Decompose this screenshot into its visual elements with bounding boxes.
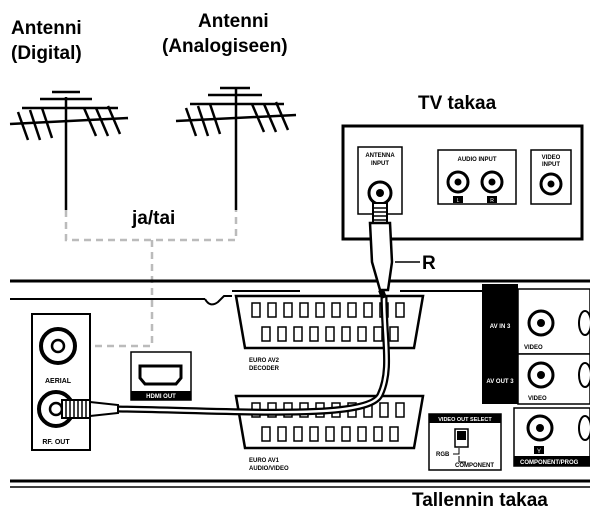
svg-text:VIDEO: VIDEO (542, 155, 561, 161)
scart-pin (341, 326, 351, 342)
scart-pin (261, 326, 271, 342)
svg-text:HDMI OUT: HDMI OUT (146, 394, 176, 400)
antenna-analog-title-2: (Analogiseen) (162, 36, 288, 57)
tv-video-input: VIDEO INPUT (530, 149, 572, 205)
recorder-back-panel (10, 279, 590, 488)
scart-pin (357, 326, 367, 342)
svg-text:ANTENNA: ANTENNA (365, 153, 395, 159)
aerial-rf-block: AERIAL RF. OUT (31, 313, 91, 451)
antenna-digital-title-1: Antenni (11, 18, 82, 39)
scart-pin (331, 302, 341, 318)
scart-pin (315, 302, 325, 318)
scart-pin (389, 326, 399, 342)
scart-pin (283, 302, 293, 318)
antenna-digital-title-2: (Digital) (11, 43, 82, 64)
component-output-block: Y COMPONENT/PROG (513, 407, 590, 467)
euro-av2-scart: EURO AV2 DECODER (234, 294, 425, 372)
svg-text:COMPONENT: COMPONENT (455, 463, 494, 469)
video-out-select-switch: VIDEO OUT SELECT RGB COMPONENT (428, 413, 502, 471)
antenna-digital-icon (9, 90, 129, 210)
svg-text:Y: Y (537, 449, 541, 455)
tv-audio-input: AUDIO INPUT L R (437, 149, 517, 205)
scart-pin (325, 326, 335, 342)
svg-text:INPUT: INPUT (542, 162, 560, 168)
svg-text:AUDIO/VIDEO: AUDIO/VIDEO (249, 466, 289, 472)
svg-text:AV IN 3: AV IN 3 (490, 324, 511, 330)
scart-pin (357, 426, 367, 442)
scart-pin (325, 426, 335, 442)
hdmi-out-port: HDMI OUT (130, 351, 192, 401)
svg-text:VIDEO: VIDEO (524, 345, 543, 351)
scart-pin (389, 426, 399, 442)
scart-pin (373, 326, 383, 342)
svg-text:L: L (457, 198, 460, 204)
svg-text:AV OUT 3: AV OUT 3 (486, 379, 514, 385)
scart-pin (251, 302, 261, 318)
scart-pin (379, 402, 389, 418)
recorder-back-title: Tallennin takaa (412, 490, 548, 511)
scart-pin (341, 426, 351, 442)
scart-pin (395, 302, 405, 318)
scart-pin (293, 326, 303, 342)
scart-pin (309, 326, 319, 342)
antenna-analog-title-1: Antenni (198, 11, 269, 32)
scart-pin (363, 302, 373, 318)
scart-pin (347, 302, 357, 318)
scart-pin (261, 426, 271, 442)
svg-text:RGB: RGB (436, 452, 450, 458)
svg-text:VIDEO: VIDEO (528, 396, 547, 402)
scart-pin (277, 326, 287, 342)
rf-out-label: RF. OUT (42, 439, 70, 446)
tv-back-title: TV takaa (418, 93, 497, 114)
and-or-label: ja/tai (131, 208, 175, 229)
svg-text:EURO AV1: EURO AV1 (249, 458, 280, 464)
svg-text:INPUT: INPUT (371, 161, 389, 167)
scart-pin (267, 302, 277, 318)
svg-text:AUDIO INPUT: AUDIO INPUT (458, 157, 497, 163)
svg-text:COMPONENT/PROG: COMPONENT/PROG (520, 460, 579, 466)
scart-pin (373, 426, 383, 442)
scart-pin (293, 426, 303, 442)
scart-pin (309, 426, 319, 442)
cable-r-label: R (422, 253, 436, 274)
aerial-label: AERIAL (45, 378, 72, 385)
svg-text:R: R (490, 198, 494, 204)
svg-text:EURO AV2: EURO AV2 (249, 358, 280, 364)
scart-pin (277, 426, 287, 442)
av-in3-block: AV IN 3 VIDEO (482, 284, 590, 355)
svg-text:DECODER: DECODER (249, 366, 280, 372)
scart-pin (299, 302, 309, 318)
rf-cable (61, 202, 420, 419)
svg-text:VIDEO OUT SELECT: VIDEO OUT SELECT (438, 417, 492, 423)
antenna-analog-icon (175, 86, 297, 210)
scart-pin (395, 402, 405, 418)
antenna-dashed-lines (62, 210, 238, 348)
av-out3-block: AV OUT 3 VIDEO (482, 353, 590, 405)
